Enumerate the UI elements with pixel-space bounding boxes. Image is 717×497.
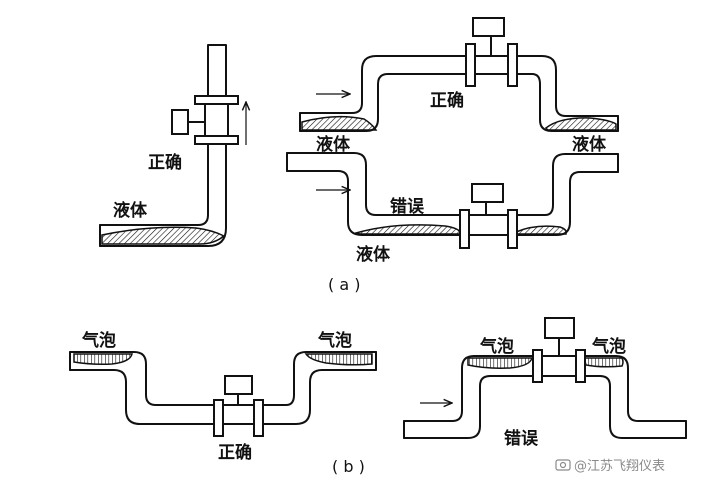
label-liquid: 液体 [572,134,607,155]
liquid-fill [544,117,617,131]
label-correct: 正确 [218,442,252,463]
meter-head [544,317,575,339]
flange [194,135,239,145]
diagram-b-dip: 气泡 气泡 正确 [69,330,377,463]
flange [507,43,518,87]
liquid-fill [101,226,226,245]
flange [253,399,264,437]
caption-b: ( b ) [332,457,365,476]
label-bubble: 气泡 [479,336,514,357]
flange [194,95,239,105]
bubble-fill [73,353,133,365]
flange [532,349,543,383]
liquid-fill [301,115,378,131]
label-bubble: 气泡 [81,330,116,351]
watermark-text: @江苏飞翔仪表 [574,458,665,474]
label-bubble: 气泡 [591,336,626,357]
flange [213,399,224,437]
label-bubble: 气泡 [317,330,352,351]
diagram-a-vertical: 正确 液体 [99,44,246,247]
watermark: @江苏飞翔仪表 [555,458,665,474]
camera-icon [555,459,571,471]
flange [459,209,470,249]
flange [575,349,586,383]
flange [465,43,476,87]
meter-head [471,183,504,203]
label-correct: 正确 [430,90,464,111]
label-liquid: 液体 [316,134,351,155]
caption-a: ( a ) [328,275,360,294]
label-wrong: 错误 [390,196,425,217]
diagram-a-lower-loop: 错误 液体 [286,152,619,265]
bubble-fill [467,357,533,369]
label-wrong: 错误 [504,428,539,449]
label-correct: 正确 [148,152,182,173]
meter-head [171,109,189,135]
diagram-b-hump: 气泡 气泡 错误 [403,317,687,449]
meter-body [204,103,229,137]
flange [507,209,518,249]
liquid-fill [515,225,567,235]
meter-head [472,17,505,37]
diagram-a-upper-loop: 正确 液体 液体 [299,17,619,155]
bubble-fill [304,353,373,366]
bubble-fill [583,357,624,368]
liquid-fill [353,224,461,235]
label-liquid: 液体 [356,244,391,265]
meter-head [224,375,253,395]
label-liquid: 液体 [113,200,148,221]
